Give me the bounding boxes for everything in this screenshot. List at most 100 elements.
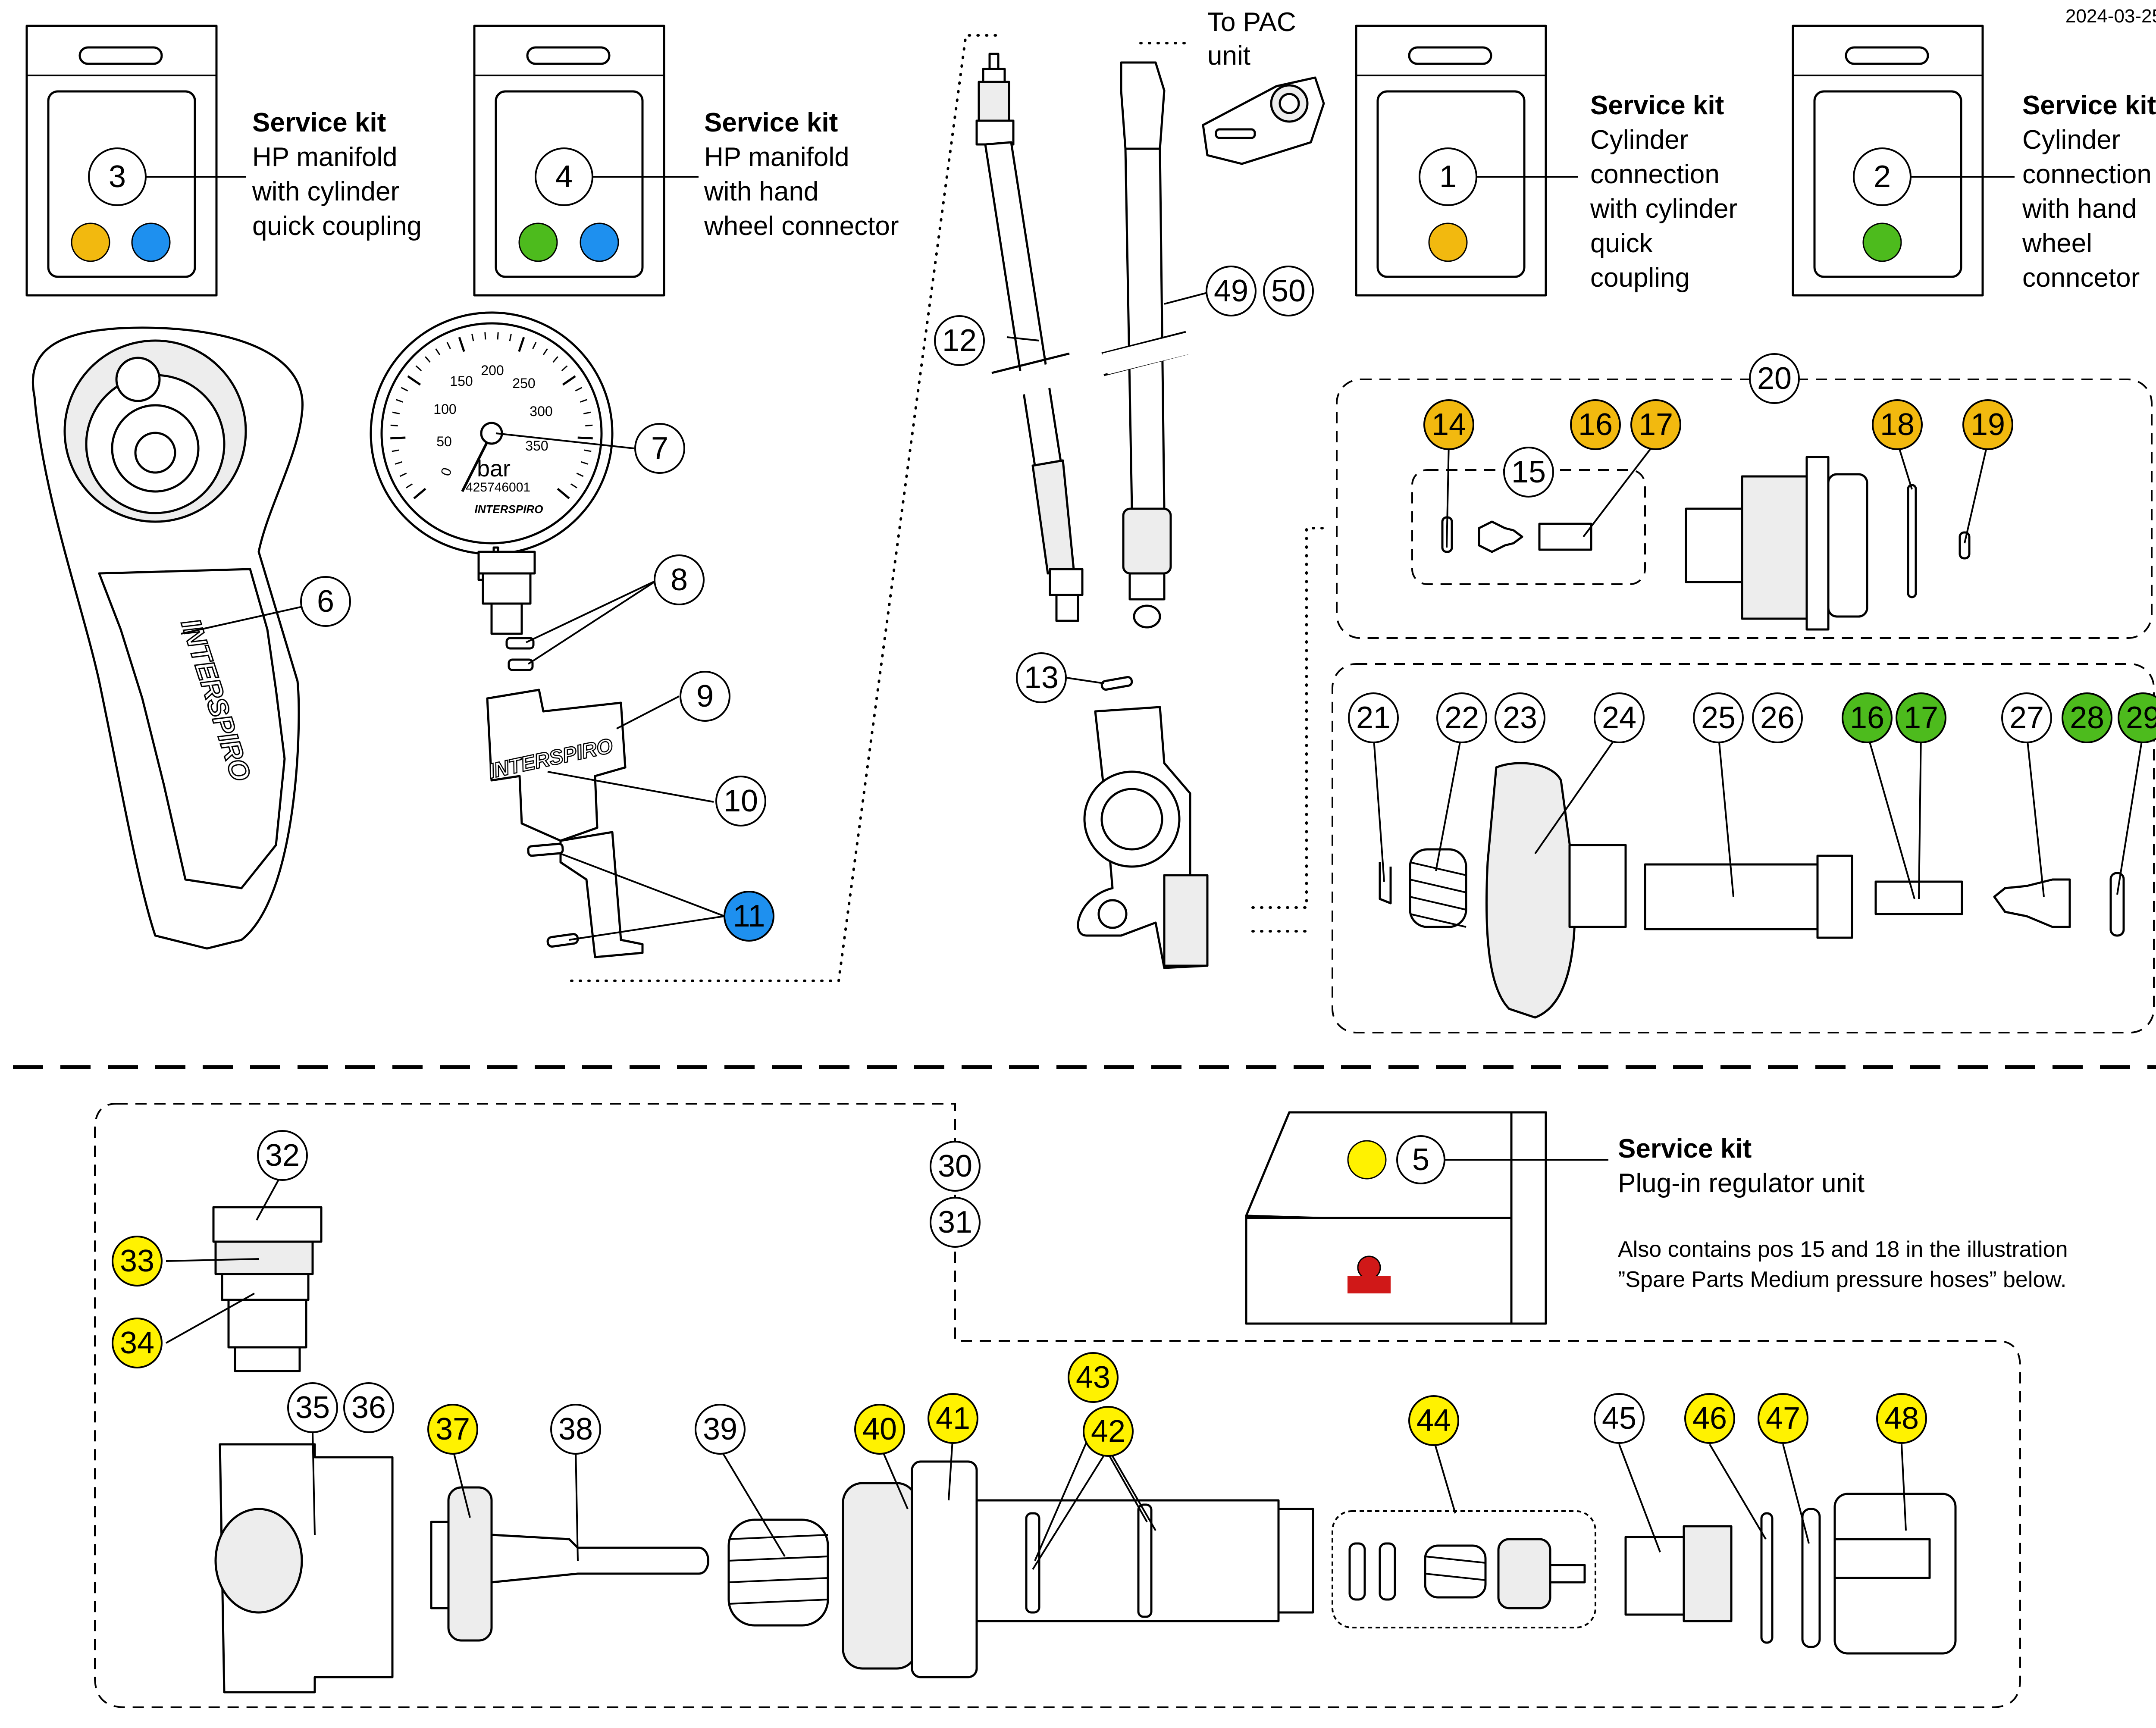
callout-17-circle: [1896, 692, 1946, 743]
kit-dot-blue: [580, 222, 619, 262]
callout-23: 23: [1495, 692, 1545, 743]
callout-10-label: 10: [724, 784, 758, 818]
connector-thread: [221, 1273, 310, 1301]
callout-9: 9: [680, 671, 730, 722]
kit-5-title: Service kit: [1618, 1134, 1752, 1164]
kit-4-desc-3: wheel connector: [704, 211, 899, 241]
gauge-tick-mark: [401, 387, 408, 391]
part-48-cover: [1833, 1493, 1957, 1655]
pac-unit: [1202, 76, 1325, 165]
callout-3-label: 3: [109, 160, 126, 194]
manifold-pin: [546, 933, 579, 948]
part-21-clip: [1379, 862, 1392, 905]
connector-tip: [234, 1346, 301, 1372]
callout-11-circle: [724, 891, 774, 942]
callout-27: 27: [2001, 692, 2052, 743]
regulator-housing: [214, 1443, 394, 1694]
callout-35-label: 35: [295, 1390, 330, 1425]
box-side: [1510, 1111, 1547, 1325]
part-19: [1959, 531, 1971, 560]
callout-48-circle: [1876, 1393, 1927, 1444]
callout-21: 21: [1348, 692, 1399, 743]
callout-20-circle: [1749, 353, 1800, 404]
oring-43: [1137, 1503, 1153, 1618]
coupling-center: [134, 432, 176, 474]
kit-20-parts: [1441, 456, 1971, 631]
callout-40: 40: [854, 1404, 905, 1455]
callout-6-circle: [300, 576, 351, 627]
mp-hose: [1101, 61, 1192, 629]
gauge-tick-mark: [392, 449, 399, 452]
brand-logo-plate: [1348, 1276, 1391, 1293]
kit-3-desc-1: HP manifold: [252, 142, 398, 172]
callout-45-label: 45: [1602, 1401, 1636, 1436]
gauge-tick-mark: [395, 461, 402, 465]
body-outlet: [1163, 874, 1209, 967]
connector-hex: [212, 1206, 323, 1243]
housing-body: [219, 1443, 394, 1694]
hose-tube: [984, 141, 1062, 467]
part-18: [1907, 484, 1917, 598]
callout-26-label: 26: [1760, 701, 1795, 735]
part-22-23-spring: [1409, 848, 1467, 928]
hang-hole: [78, 46, 163, 65]
callout-18: 18: [1872, 399, 1923, 450]
callout-36-circle: [343, 1382, 394, 1433]
grip-panel: [98, 568, 286, 889]
gauge-tick-mark: [406, 483, 413, 488]
callout-11-label: 11: [733, 899, 765, 933]
oring-42: [1025, 1512, 1040, 1614]
kit-5-note-1: Also contains pos 15 and 18 in the illus…: [1618, 1237, 2068, 1262]
callout-21-circle: [1348, 692, 1399, 743]
kit-dot-orange: [1428, 222, 1468, 262]
callout-7-label: 7: [651, 431, 668, 466]
callout-32-circle: [257, 1130, 308, 1181]
kit-1-desc-5: coupling: [1590, 263, 1690, 293]
callout-49: 49: [1206, 266, 1257, 316]
cylinder-connection-body: [1077, 706, 1209, 969]
callout-29-circle: [2118, 692, 2156, 743]
gauge-tick-mark: [509, 334, 512, 341]
part-20-spigot: [1685, 507, 1743, 583]
callout-37: 37: [427, 1404, 478, 1455]
gauge-unit: bar: [477, 456, 511, 482]
callout-8-label: 8: [671, 563, 688, 597]
manifold-body: [486, 689, 627, 842]
callout-32-label: 32: [265, 1138, 300, 1173]
mp-hose-nipple: [1133, 604, 1161, 629]
callout-46-label: 46: [1692, 1401, 1727, 1436]
callout-2-label: 2: [1874, 160, 1891, 194]
gauge-tick-mark: [395, 399, 403, 403]
callout-24-label: 24: [1602, 701, 1636, 735]
kit-2-desc-3: with hand: [2022, 194, 2137, 224]
callout-24: 24: [1594, 692, 1645, 743]
hp-manifold: INTERSPIRO: [486, 689, 644, 958]
callout-36: 36: [343, 1382, 394, 1433]
gauge-tick-mark: [562, 375, 576, 386]
part-24-stem: [1568, 844, 1627, 928]
callout-47-label: 47: [1766, 1401, 1800, 1436]
piston-stem: [490, 1534, 709, 1584]
to-pac-label-1: To PAC: [1207, 7, 1296, 37]
kit-dot-blue: [131, 222, 171, 262]
mp-hose-tube: [1124, 147, 1166, 510]
gauge-tick-100: 100: [433, 401, 456, 417]
kit-2-desc-2: connection: [2022, 160, 2152, 189]
gauge-tick-mark: [581, 461, 589, 465]
callout-14-label: 14: [1432, 407, 1466, 442]
callout-8: 8: [654, 554, 705, 605]
part-27-valve: [1993, 878, 2071, 928]
callout-46: 46: [1684, 1393, 1735, 1444]
callout-5-label: 5: [1412, 1143, 1429, 1177]
callout-30-label: 30: [938, 1149, 972, 1183]
callout-17: 17: [1630, 399, 1681, 450]
kit-dot-yellow: [1347, 1140, 1387, 1180]
mp-hose-fitting: [1120, 61, 1166, 150]
gauge-tick-mark: [561, 365, 568, 372]
callout-20-label: 20: [1757, 361, 1792, 396]
body-seal-40: [842, 1482, 918, 1670]
connector-to-kit-20: [1251, 527, 1329, 909]
connector-body: [214, 1240, 314, 1275]
pac-buttons: [1215, 128, 1256, 139]
